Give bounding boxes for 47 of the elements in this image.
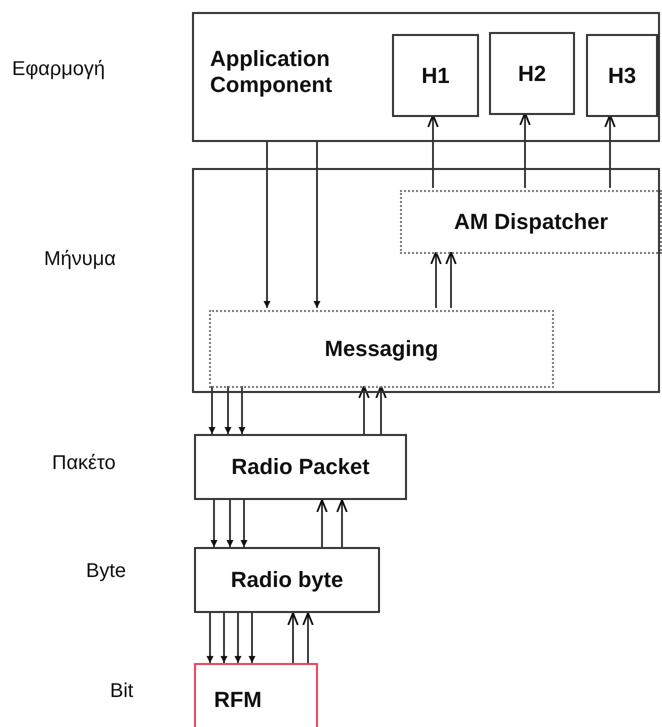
application-layer-box [192,12,660,142]
arrow [604,114,616,188]
arrow [427,114,439,188]
arrow [445,251,457,308]
node-label: Radio byte [230,566,344,594]
arrow [287,612,299,663]
arrow [358,385,370,434]
arrow [248,613,256,663]
layer-label: Πακέτο [52,452,116,475]
node-label: H2 [516,60,548,87]
arrow [240,500,248,547]
handler-box [586,34,658,117]
packet-box [194,434,407,500]
arrow [375,385,387,434]
handler-box [489,32,575,115]
messaging-box [209,310,554,388]
arrow [519,112,531,188]
layer-label: Εφαρμογή [12,58,106,81]
dispatcher-box [400,190,662,254]
node-label: H3 [606,62,638,89]
node-label: Application Component [210,46,334,99]
rfm-box [194,663,318,727]
arrow [336,499,348,547]
node-label: Messaging [324,336,440,362]
arrow [208,386,216,434]
arrow [430,251,442,308]
byte-box [194,547,380,613]
layer-label: Bit [110,680,134,703]
node-label: Radio Packet [230,454,371,480]
arrow [220,613,228,663]
message-layer-box [192,168,660,393]
arrow [234,613,242,663]
arrow [264,142,270,308]
arrow [314,142,320,308]
node-label: RFM [214,687,262,714]
arrow [224,386,232,434]
arrow [302,612,314,663]
arrow [238,386,246,434]
handler-box [392,34,479,117]
layer-label: Μήνυμα [44,248,116,271]
arrow [210,500,218,547]
arrow [206,613,214,663]
layer-label: Byte [86,560,126,583]
node-label: H1 [420,62,451,89]
node-label: AM Dispatcher [452,208,610,236]
arrow [226,500,234,547]
arrow [316,499,328,547]
